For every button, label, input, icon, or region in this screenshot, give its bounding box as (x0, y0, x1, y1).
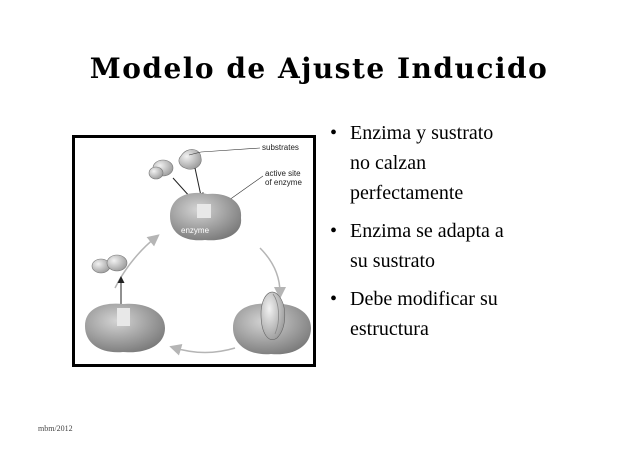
bullet-list: Enzima y sustrato no calzan perfectament… (328, 118, 628, 352)
cycle-arrow-bottom (169, 343, 236, 356)
bullet-1-line-3: perfectamente (350, 182, 464, 204)
bullet-item-3: Debe modificar su estructura (328, 284, 628, 344)
active-site-label-1: active site (265, 169, 301, 178)
substrate-top-right (178, 149, 202, 170)
substrate-top-left (148, 159, 174, 180)
enzyme-top: enzyme (170, 192, 242, 241)
bullet-item-2: Enzima se adapta a su sustrato (328, 216, 628, 276)
enzyme-bottom-left (85, 303, 165, 353)
induced-fit-illustration: substrates active site of enzyme enzyme (85, 143, 311, 356)
slide-title: Modelo de Ajuste Inducido (89, 52, 549, 85)
bullet-1-line-2: no calzan (350, 152, 427, 174)
bullet-3-line-1: Debe modificar su (350, 288, 498, 310)
slide-footer: mbm/2012 (38, 424, 73, 433)
enzyme-bottom-right (233, 291, 311, 355)
bullet-2-line-2: su sustrato (350, 250, 435, 272)
bullet-3-line-2: estructura (350, 318, 429, 340)
bullet-2-line-1: Enzima se adapta a (350, 220, 504, 242)
induced-fit-diagram: substrates active site of enzyme enzyme (72, 135, 316, 367)
active-site-label-2: of enzyme (265, 178, 302, 187)
bullet-item-1: Enzima y sustrato no calzan perfectament… (328, 118, 628, 208)
bullet-1-line-1: Enzima y sustrato (350, 122, 494, 144)
enzyme-label: enzyme (181, 226, 210, 235)
substrates-label: substrates (262, 143, 299, 152)
cycle-arrow-right (259, 247, 286, 299)
product-left (91, 254, 128, 274)
